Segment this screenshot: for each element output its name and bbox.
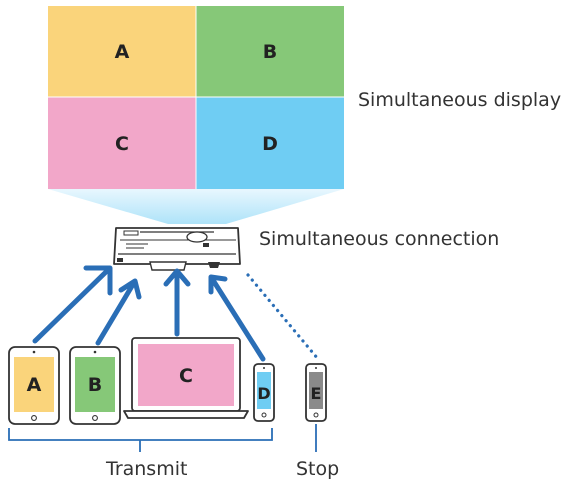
tablet-a: A [8,346,60,425]
quadrant-a-letter: A [115,41,130,63]
arrow-from-phone-d [208,274,266,362]
screen-label: Simultaneous display [358,89,562,111]
transmit-bracket [8,428,273,452]
quadrant-c-letter: C [115,133,129,155]
quadrant-c [48,97,196,189]
projector-label: Simultaneous connection [259,228,500,250]
arrow-from-tablet-b [95,278,142,346]
projection-screen: A B C D [48,6,344,189]
quadrant-d-letter: D [262,133,278,155]
phone-d: D [253,363,275,422]
quadrant-d [196,97,344,189]
arrow-from-laptop-c [163,268,191,337]
quadrant-b-letter: B [263,41,277,63]
phone-d-screen [257,372,271,409]
arrow-from-tablet-a [32,265,113,344]
quadrant-b [196,6,344,97]
tablet-b-letter: B [88,374,102,396]
phone-e: E [305,363,327,422]
projector-icon [113,227,241,271]
transmit-arrows [32,265,266,362]
tablet-b: B [69,346,121,425]
tablet-a-screen [14,357,54,412]
laptop-c-screen [138,344,234,406]
tablet-a-letter: A [27,374,42,396]
quadrant-a [48,6,196,97]
stop-label: Stop [296,458,340,480]
phone-e-letter: E [311,384,322,403]
tablet-b-screen [75,357,115,412]
projection-beam [48,189,344,224]
phone-d-letter: D [257,384,270,403]
transmit-label: Transmit [106,458,188,480]
stop-dotted-line [246,273,320,361]
laptop-c-letter: C [179,365,193,387]
phone-e-screen [309,372,323,409]
laptop-c: C [123,337,249,419]
